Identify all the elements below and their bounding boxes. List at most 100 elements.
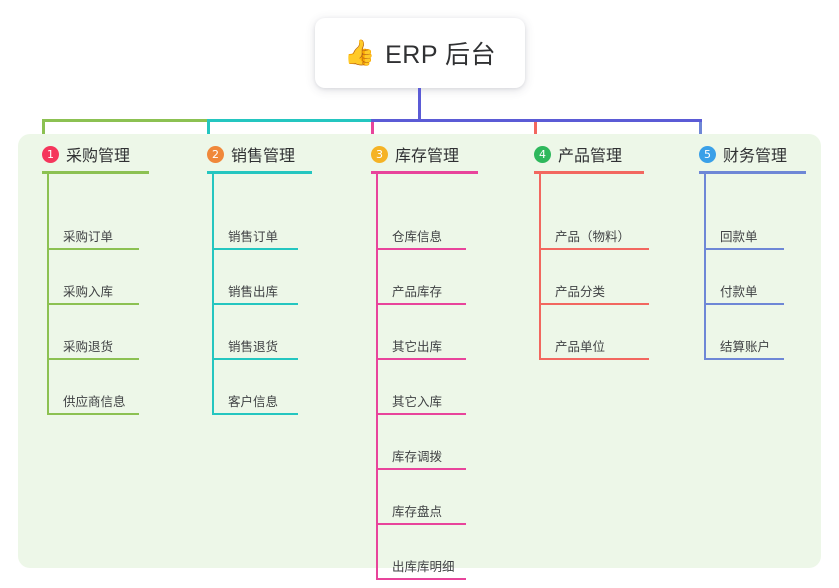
leaf-item[interactable]: 采购退货 <box>47 312 139 360</box>
leaf-item[interactable]: 付款单 <box>704 257 784 305</box>
connector-stub-3 <box>371 122 374 144</box>
leaf-rule <box>376 303 466 305</box>
branch-title-3: 库存管理 <box>395 148 460 165</box>
branch-rule-3 <box>371 171 478 174</box>
leaf-item[interactable]: 供应商信息 <box>47 367 139 415</box>
branch-rule-2 <box>207 171 312 174</box>
connector-segment-4 <box>534 119 702 122</box>
leaf-item[interactable]: 库存盘点 <box>376 477 466 525</box>
leaf-item[interactable]: 客户信息 <box>212 367 298 415</box>
branch-rule-4 <box>534 171 644 174</box>
leaf-label: 销售退货 <box>228 340 279 354</box>
leaf-rule <box>539 303 649 305</box>
leaf-label: 其它出库 <box>392 340 443 354</box>
leaf-item[interactable]: 销售退货 <box>212 312 298 360</box>
root-title: ERP 后台 <box>385 41 497 69</box>
branch-spine-2 <box>212 174 214 415</box>
leaf-label: 回款单 <box>720 230 758 244</box>
leaf-label: 仓库信息 <box>392 230 443 244</box>
leaf-rule <box>47 303 139 305</box>
thumbs-up-icon: 👍 <box>343 38 376 67</box>
leaf-rule <box>376 248 466 250</box>
branches-panel: 1 采购管理采购订单采购入库采购退货供应商信息 2 销售管理销售订单销售出库销售退货客… <box>18 134 821 580</box>
leaf-rule <box>704 303 784 305</box>
leaf-item[interactable]: 产品单位 <box>539 312 649 360</box>
leaf-item[interactable]: 其它入库 <box>376 367 466 415</box>
branch-spine-3 <box>376 174 378 580</box>
leaf-label: 产品库存 <box>392 285 443 299</box>
branch-header-1[interactable]: 1 采购管理 <box>42 142 130 166</box>
leaf-item[interactable]: 回款单 <box>704 202 784 250</box>
branch-badge-1: 1 <box>42 145 59 163</box>
branch-badge-5: 5 <box>699 145 716 163</box>
connector-segment-1 <box>42 119 210 122</box>
leaf-label: 采购入库 <box>63 285 114 299</box>
connector-stub-1 <box>42 122 45 144</box>
leaf-item[interactable]: 销售出库 <box>212 257 298 305</box>
branch-header-5[interactable]: 5 财务管理 <box>699 142 787 166</box>
leaf-item[interactable]: 产品分类 <box>539 257 649 305</box>
leaf-item[interactable]: 采购订单 <box>47 202 139 250</box>
leaf-label: 产品单位 <box>555 340 606 354</box>
branch-rule-5 <box>699 171 806 174</box>
leaf-label: 采购订单 <box>63 230 114 244</box>
leaf-rule <box>212 358 298 360</box>
leaf-label: 产品分类 <box>555 285 606 299</box>
branch-title-1: 采购管理 <box>66 148 131 165</box>
leaf-label: 付款单 <box>720 285 758 299</box>
leaf-item[interactable]: 出库库明细 <box>376 532 466 580</box>
connector-stub-2 <box>207 122 210 144</box>
leaf-label: 供应商信息 <box>63 395 126 409</box>
branch-title-2: 销售管理 <box>231 148 296 165</box>
leaf-label: 销售出库 <box>228 285 279 299</box>
root-stem-connector <box>418 88 421 122</box>
root-node[interactable]: 👍 ERP 后台 <box>315 18 525 88</box>
branch-title-4: 产品管理 <box>558 148 623 165</box>
leaf-rule <box>376 358 466 360</box>
leaf-rule <box>376 578 466 580</box>
leaf-rule <box>539 248 649 250</box>
leaf-rule <box>212 413 298 415</box>
leaf-label: 其它入库 <box>392 395 443 409</box>
branch-header-3[interactable]: 3 库存管理 <box>371 142 459 166</box>
leaf-label: 结算账户 <box>720 340 771 354</box>
connector-segment-3 <box>371 119 537 122</box>
leaf-item[interactable]: 库存调拨 <box>376 422 466 470</box>
leaf-label: 销售订单 <box>228 230 279 244</box>
leaf-label: 采购退货 <box>63 340 114 354</box>
leaf-label: 库存调拨 <box>392 450 443 464</box>
leaf-rule <box>47 413 139 415</box>
branch-rule-1 <box>42 171 149 174</box>
leaf-rule <box>47 248 139 250</box>
leaf-item[interactable]: 销售订单 <box>212 202 298 250</box>
leaf-label: 产品（物料） <box>555 230 631 244</box>
leaf-rule <box>376 523 466 525</box>
connector-segment-2 <box>207 119 374 122</box>
leaf-item[interactable]: 其它出库 <box>376 312 466 360</box>
leaf-rule <box>376 413 466 415</box>
leaf-item[interactable]: 采购入库 <box>47 257 139 305</box>
leaf-rule <box>212 303 298 305</box>
connector-stub-4 <box>534 122 537 144</box>
branch-header-4[interactable]: 4 产品管理 <box>534 142 622 166</box>
leaf-rule <box>704 358 784 360</box>
leaf-item[interactable]: 仓库信息 <box>376 202 466 250</box>
branch-header-2[interactable]: 2 销售管理 <box>207 142 295 166</box>
leaf-rule <box>376 468 466 470</box>
leaf-item[interactable]: 产品库存 <box>376 257 466 305</box>
branch-title-5: 财务管理 <box>723 148 788 165</box>
leaf-rule <box>47 358 139 360</box>
leaf-rule <box>539 358 649 360</box>
leaf-label: 客户信息 <box>228 395 279 409</box>
leaf-rule <box>212 248 298 250</box>
branch-badge-3: 3 <box>371 145 388 163</box>
branch-spine-1 <box>47 174 49 415</box>
branch-badge-4: 4 <box>534 145 551 163</box>
branch-badge-2: 2 <box>207 145 224 163</box>
branch-spine-5 <box>704 174 706 360</box>
branch-spine-4 <box>539 174 541 360</box>
leaf-item[interactable]: 产品（物料） <box>539 202 649 250</box>
leaf-rule <box>704 248 784 250</box>
leaf-item[interactable]: 结算账户 <box>704 312 784 360</box>
